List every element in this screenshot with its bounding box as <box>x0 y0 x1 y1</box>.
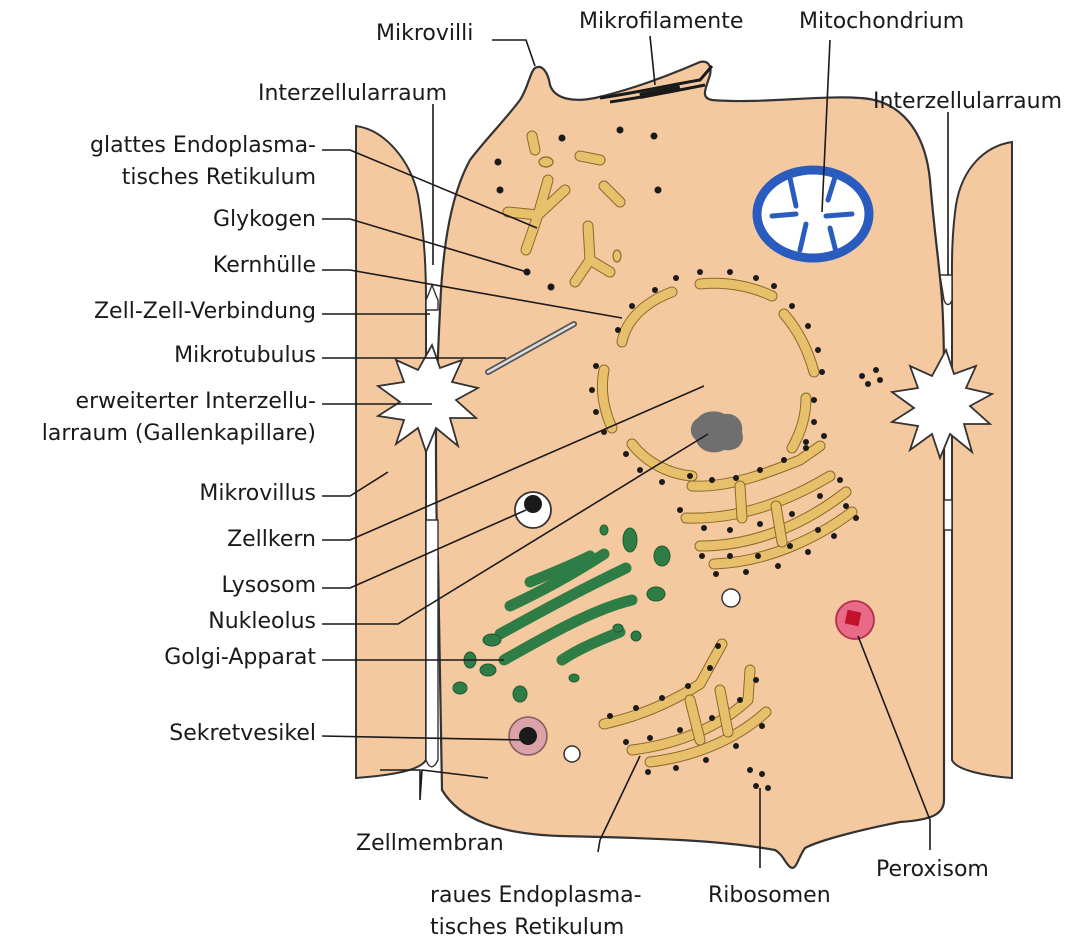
vesicle-white <box>722 589 740 607</box>
secretory-vesicle-core <box>519 727 537 745</box>
left-intercellular-space-lower <box>426 520 438 767</box>
label-mikrovillus: Mikrovillus <box>199 481 316 506</box>
label-sekretvesikel: Sekretvesikel <box>169 721 316 746</box>
label-zellmembran: Zellmembran <box>356 831 504 856</box>
label-raues-er-line1: raues Endoplasma- <box>430 883 642 908</box>
label-zellkern: Zellkern <box>227 527 316 552</box>
label-zell-zell-verbindung: Zell-Zell-Verbindung <box>94 299 316 324</box>
label-ribosomen: Ribosomen <box>708 883 831 908</box>
right-neighbour-cell <box>952 142 1012 778</box>
label-kernhuelle: Kernhülle <box>213 253 316 278</box>
lysosome-core <box>524 495 542 513</box>
left-intercellular-space-upper <box>426 285 438 310</box>
peroxisome-core <box>845 610 862 627</box>
label-raues-er-line2: tisches Retikulum <box>430 915 624 940</box>
vesicle-white-2 <box>564 746 580 762</box>
label-lysosom: Lysosom <box>221 573 316 598</box>
label-mikrofilamente: Mikrofilamente <box>579 9 743 34</box>
label-glattes-er-line1: glattes Endoplasma- <box>90 133 316 158</box>
label-erweiterter-line2: larraum (Gallenkapillare) <box>42 421 316 446</box>
label-mikrovilli: Mikrovilli <box>376 21 473 46</box>
label-interzellularraum-left: Interzellularraum <box>258 81 447 106</box>
label-glykogen: Glykogen <box>213 207 316 232</box>
label-mitochondrium: Mitochondrium <box>799 9 964 34</box>
label-erweiterter-line1: erweiterter Interzellu- <box>76 389 316 414</box>
label-golgi-apparat: Golgi-Apparat <box>164 645 316 670</box>
label-mikrotubulus: Mikrotubulus <box>174 343 316 368</box>
label-nukleolus: Nukleolus <box>208 609 316 634</box>
label-glattes-er-line2: tisches Retikulum <box>122 165 316 190</box>
label-peroxisom: Peroxisom <box>876 857 989 882</box>
right-intercellular-space-lower <box>944 500 952 530</box>
label-interzellularraum-right: Interzellularraum <box>873 89 1062 114</box>
